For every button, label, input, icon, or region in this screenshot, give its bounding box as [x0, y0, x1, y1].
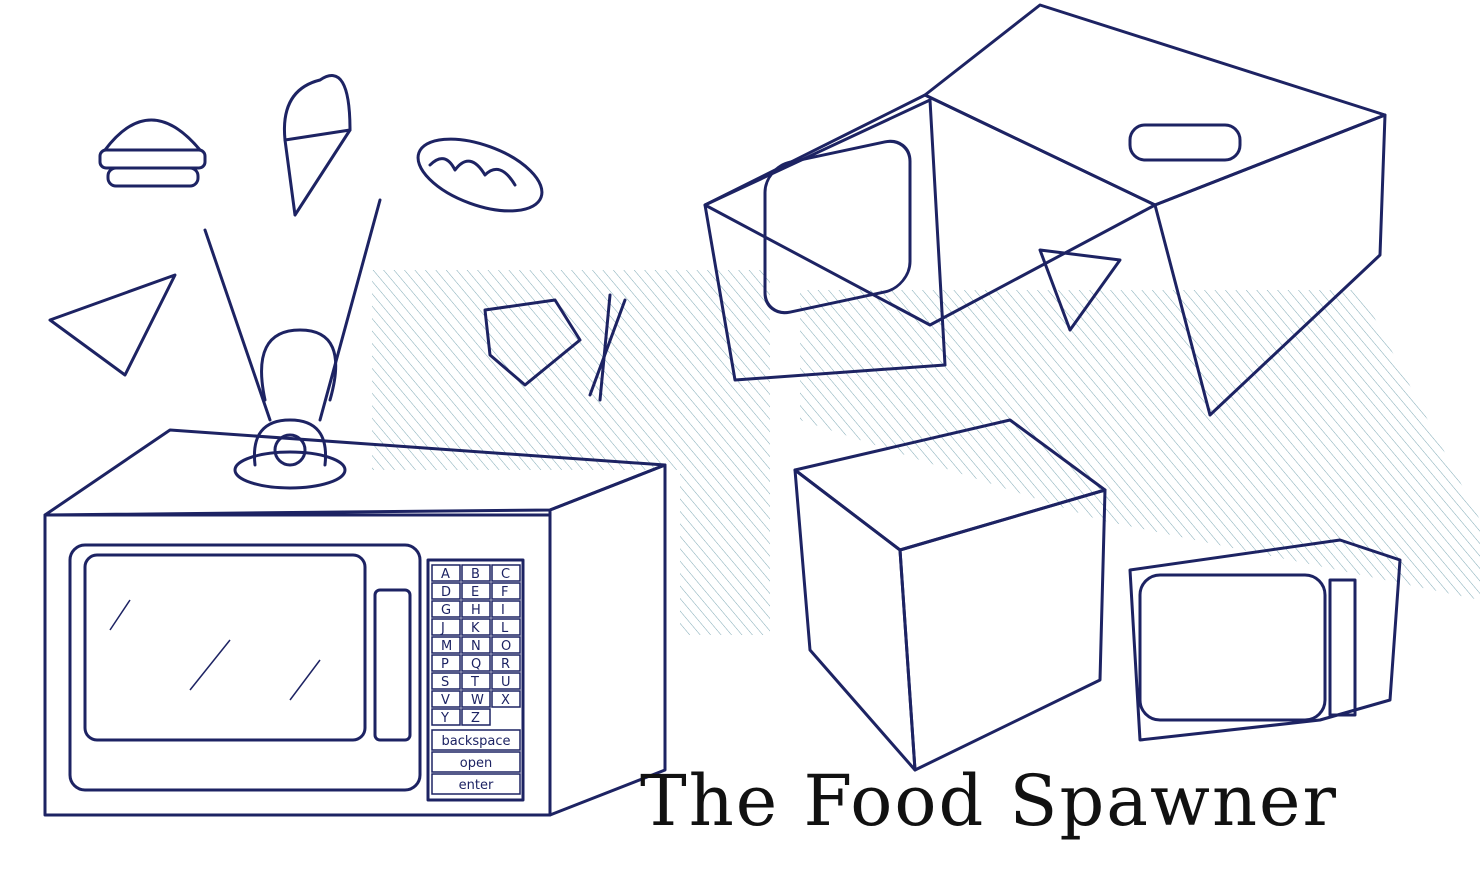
- keypad-key[interactable]: [491, 582, 521, 600]
- keypad-key-label: F: [501, 585, 508, 600]
- keypad-key-label: Q: [471, 657, 481, 672]
- keypad-key[interactable]: [431, 582, 461, 600]
- keypad-key-label: C: [501, 567, 510, 582]
- keypad-open-label: open: [460, 756, 492, 771]
- keypad-key[interactable]: [491, 564, 521, 582]
- keypad-key-label: W: [471, 693, 484, 708]
- keypad-key-label: D: [441, 585, 451, 600]
- keypad-key[interactable]: [461, 690, 491, 708]
- keypad-key[interactable]: [461, 618, 491, 636]
- keypad-key[interactable]: [491, 690, 521, 708]
- keypad-key[interactable]: [431, 618, 461, 636]
- keypad-backspace-label: backspace: [441, 734, 510, 749]
- keypad-key[interactable]: [431, 564, 461, 582]
- ice-cream-icon: [282, 74, 352, 217]
- keypad-enter-label: enter: [459, 778, 494, 793]
- hatched-backdrop-right: [800, 290, 1480, 600]
- keypad-backspace-button[interactable]: [431, 729, 521, 751]
- keypad-key[interactable]: [431, 708, 461, 726]
- keypad-key-label: H: [471, 603, 481, 618]
- keypad-key[interactable]: [491, 636, 521, 654]
- microwave-closed-front: [793, 418, 1107, 772]
- keypad-key[interactable]: [461, 708, 491, 726]
- keypad-enter-button[interactable]: [431, 773, 521, 795]
- keypad-key-label: Y: [440, 711, 449, 726]
- keypad-key-label: J: [440, 621, 445, 636]
- keypad-key[interactable]: [461, 564, 491, 582]
- keypad-open-button[interactable]: [431, 751, 521, 773]
- keypad-key-label: S: [441, 675, 449, 690]
- keypad-key-label: O: [501, 639, 511, 654]
- keypad-key[interactable]: [431, 654, 461, 672]
- microwave-open-interior: [703, 3, 1387, 417]
- keypad-key-label: E: [471, 585, 479, 600]
- keypad-key[interactable]: [491, 618, 521, 636]
- keypad-key-label: M: [441, 639, 452, 654]
- pizza-slice-icon: [48, 273, 177, 377]
- keypad-key[interactable]: [491, 600, 521, 618]
- title: The Food Spawner: [640, 760, 1338, 842]
- keypad-key-label: A: [441, 567, 450, 582]
- keypad-key[interactable]: [491, 654, 521, 672]
- keypad-key-label: T: [470, 675, 479, 690]
- keypad-key-label: R: [501, 657, 510, 672]
- keypad-key-label: U: [501, 675, 511, 690]
- keypad-key-label: L: [501, 621, 509, 636]
- burger-icon: [98, 118, 207, 188]
- keypad-key[interactable]: [431, 690, 461, 708]
- keypad-key[interactable]: [491, 672, 521, 690]
- microwave-main: [43, 428, 667, 817]
- microwave-closed-side: [1128, 538, 1402, 742]
- noodle-box-icon: [483, 293, 627, 402]
- antenna-bulb: [203, 198, 382, 490]
- keypad-key-label: I: [501, 603, 505, 618]
- keypad-key[interactable]: [431, 600, 461, 618]
- hatched-backdrop-left: [372, 270, 770, 635]
- keypad-key-label: K: [471, 621, 480, 636]
- keypad-key[interactable]: [461, 582, 491, 600]
- hotdog-icon: [416, 137, 544, 213]
- keypad-key[interactable]: [431, 636, 461, 654]
- keypad-key-label: P: [441, 657, 449, 672]
- keypad-key-label: V: [441, 693, 450, 708]
- keypad-key-label: X: [501, 693, 510, 708]
- keypad-key[interactable]: [461, 636, 491, 654]
- keypad-key[interactable]: [461, 600, 491, 618]
- keypad-key-label: G: [441, 603, 451, 618]
- keypad-key[interactable]: [431, 672, 461, 690]
- keypad-key-label: N: [471, 639, 481, 654]
- keypad-key-label: Z: [471, 711, 480, 726]
- keypad-key-label: B: [471, 567, 480, 582]
- keypad-key[interactable]: [461, 654, 491, 672]
- keypad-key[interactable]: [461, 672, 491, 690]
